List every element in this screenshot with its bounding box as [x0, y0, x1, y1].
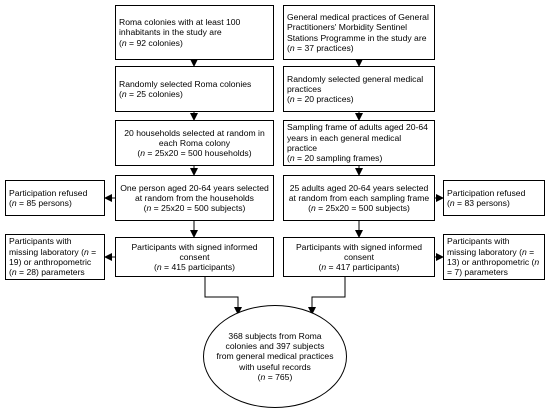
box-text: Randomly selected general medical practi…: [287, 73, 424, 94]
box-roma-consent: Participants with signed informed consen…: [115, 237, 274, 277]
box-count: (n = 37 practices): [287, 42, 354, 53]
box-gp-selected: Randomly selected general medical practi…: [283, 66, 435, 112]
final-sample-ellipse: 368 subjects from Roma colonies and 397 …: [203, 305, 347, 408]
box-roma-selected: Randomly selected Roma colonies (n = 25 …: [115, 66, 274, 112]
box-text: Roma colonies with at least 100 inhabita…: [119, 17, 241, 38]
box-text: Participants with signed informed consen…: [131, 241, 258, 262]
arrow-roma-final: [204, 277, 242, 315]
box-gp-refused: Participation refused (n = 83 persons): [443, 180, 545, 216]
box-text: General medical practices of General Pra…: [287, 11, 429, 43]
box-text: One person aged 20-64 years selected at …: [120, 182, 269, 203]
box-text: Randomly selected Roma colonies: [119, 78, 252, 89]
box-gp-missing: Participants with missing laboratory (n …: [443, 234, 545, 280]
box-count: (n = 25x20 = 500 subjects): [308, 203, 410, 214]
box-roma-missing: Participants with missing laboratory (n …: [5, 234, 105, 280]
box-count: (n = 25x20 = 500 subjects): [143, 203, 246, 214]
box-count: (n = 92 colonies): [119, 37, 183, 48]
box-count: (n = 83 persons): [447, 198, 510, 208]
box-text: Participation refused: [447, 187, 526, 198]
box-gp-practices: General medical practices of General Pra…: [283, 5, 435, 60]
box-gp-frame: Sampling frame of adults aged 20-64 year…: [283, 120, 435, 166]
box-text: Sampling frame of adults aged 20-64 year…: [287, 122, 428, 153]
box-count: (n = 25 colonies): [119, 89, 183, 99]
box-roma-person: One person aged 20-64 years selected at …: [115, 175, 274, 221]
box-count: (n = 415 participants): [153, 262, 235, 273]
box-count: (n = 25x20 = 500 households): [137, 148, 252, 159]
box-text: 25 adults aged 20-64 years selected at r…: [288, 182, 430, 203]
final-count: (n = 765): [257, 371, 293, 382]
box-text: 20 households selected at random in each…: [124, 127, 265, 148]
box-text: Participants with missing laboratory (n …: [9, 236, 97, 278]
box-roma-colonies: Roma colonies with at least 100 inhabita…: [115, 5, 274, 60]
arrow-gp-final: [308, 277, 346, 315]
box-text: Participants with signed informed consen…: [295, 241, 423, 262]
box-count: (n = 20 practices): [287, 94, 354, 105]
box-text: Participants with missing laboratory (n …: [447, 236, 540, 278]
box-count: (n = 417 participants): [318, 262, 400, 273]
final-text: 368 subjects from Roma colonies and 397 …: [216, 330, 334, 372]
box-gp-adults: 25 adults aged 20-64 years selected at r…: [283, 175, 435, 221]
box-text: Participation refused: [9, 187, 88, 198]
box-gp-consent: Participants with signed informed consen…: [283, 237, 435, 277]
box-roma-refused: Participation refused (n = 85 persons): [5, 180, 105, 216]
box-roma-households: 20 households selected at random in each…: [115, 120, 274, 166]
box-count: (n = 85 persons): [9, 198, 72, 208]
box-count: (n = 20 sampling frames): [287, 153, 383, 164]
